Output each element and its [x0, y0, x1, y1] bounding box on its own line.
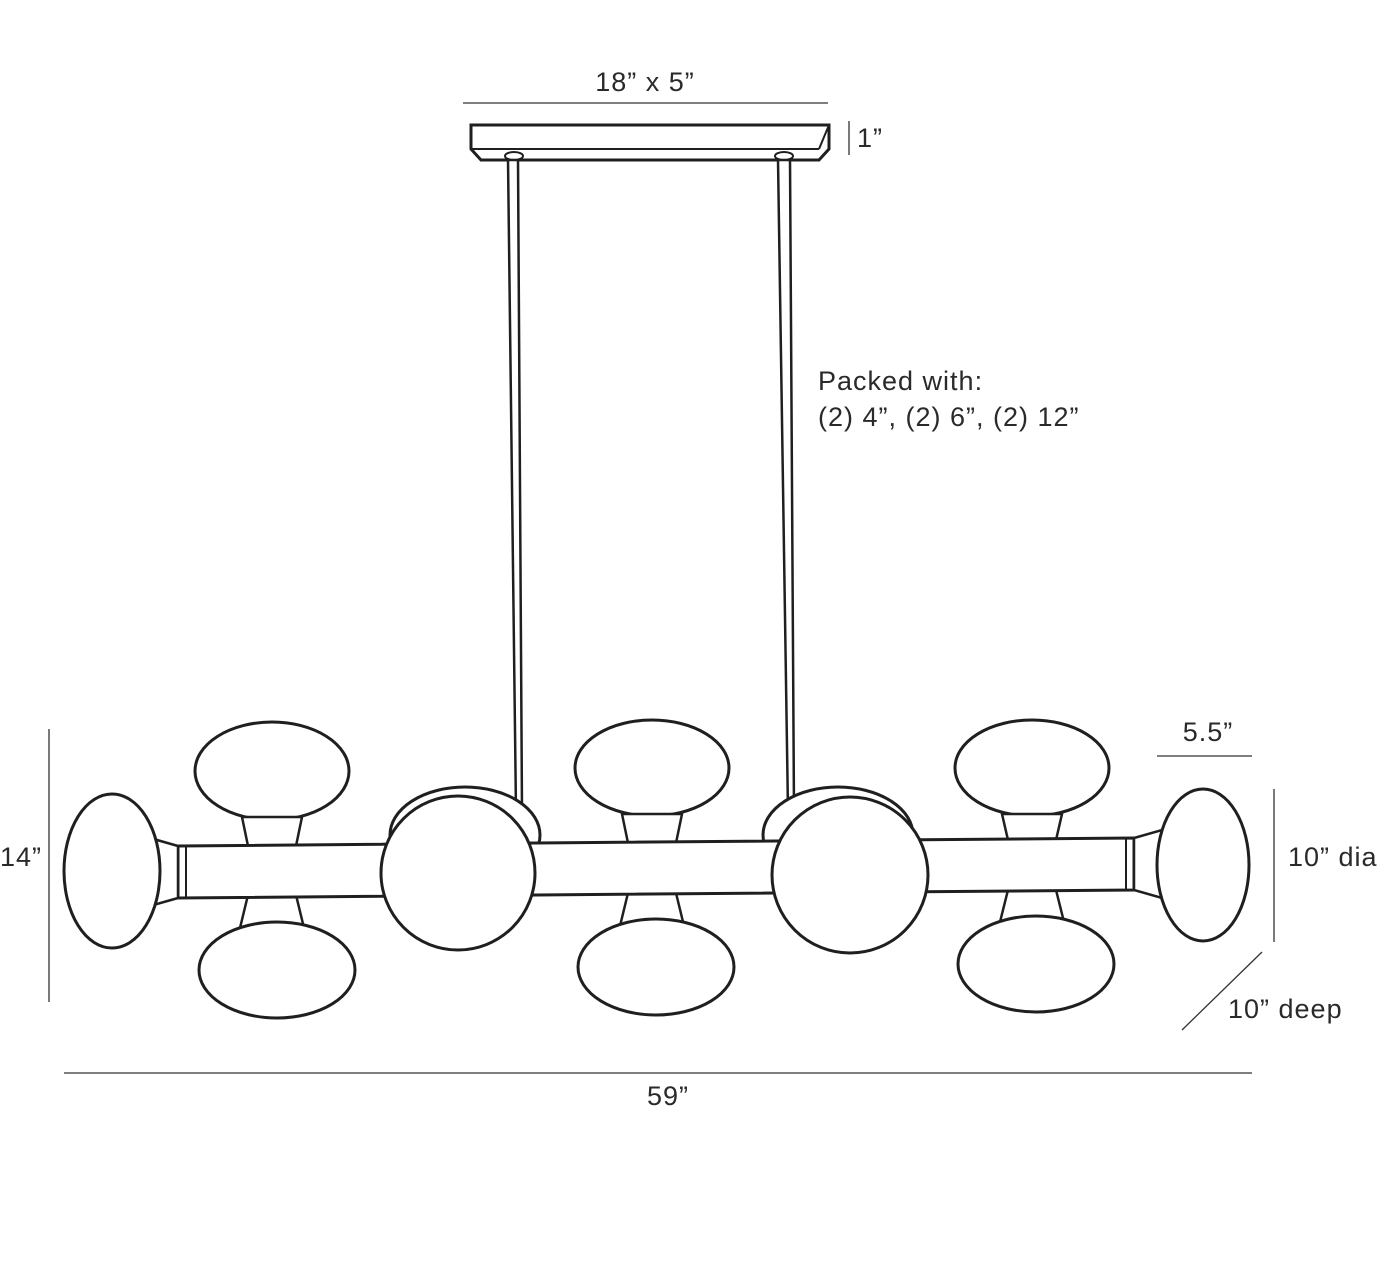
height-label: 14”: [0, 842, 42, 872]
fixture-body: [62, 718, 1251, 1020]
diameter-label: 10” dia: [1288, 842, 1378, 872]
shade-width-label: 5.5”: [1183, 717, 1234, 747]
depth-line: [1181, 951, 1263, 1031]
width-label: 59”: [647, 1081, 689, 1111]
canopy-height-label: 1”: [857, 123, 883, 153]
packed-rods-label: (2) 4”, (2) 6”, (2) 12”: [818, 402, 1080, 432]
canopy-plate: [469, 123, 831, 162]
packed-with-label: Packed with:: [818, 366, 983, 396]
depth-label: 10” deep: [1228, 994, 1343, 1024]
suspension-stems: [504, 151, 796, 814]
canopy-dimension-label: 18” x 5”: [595, 67, 695, 97]
